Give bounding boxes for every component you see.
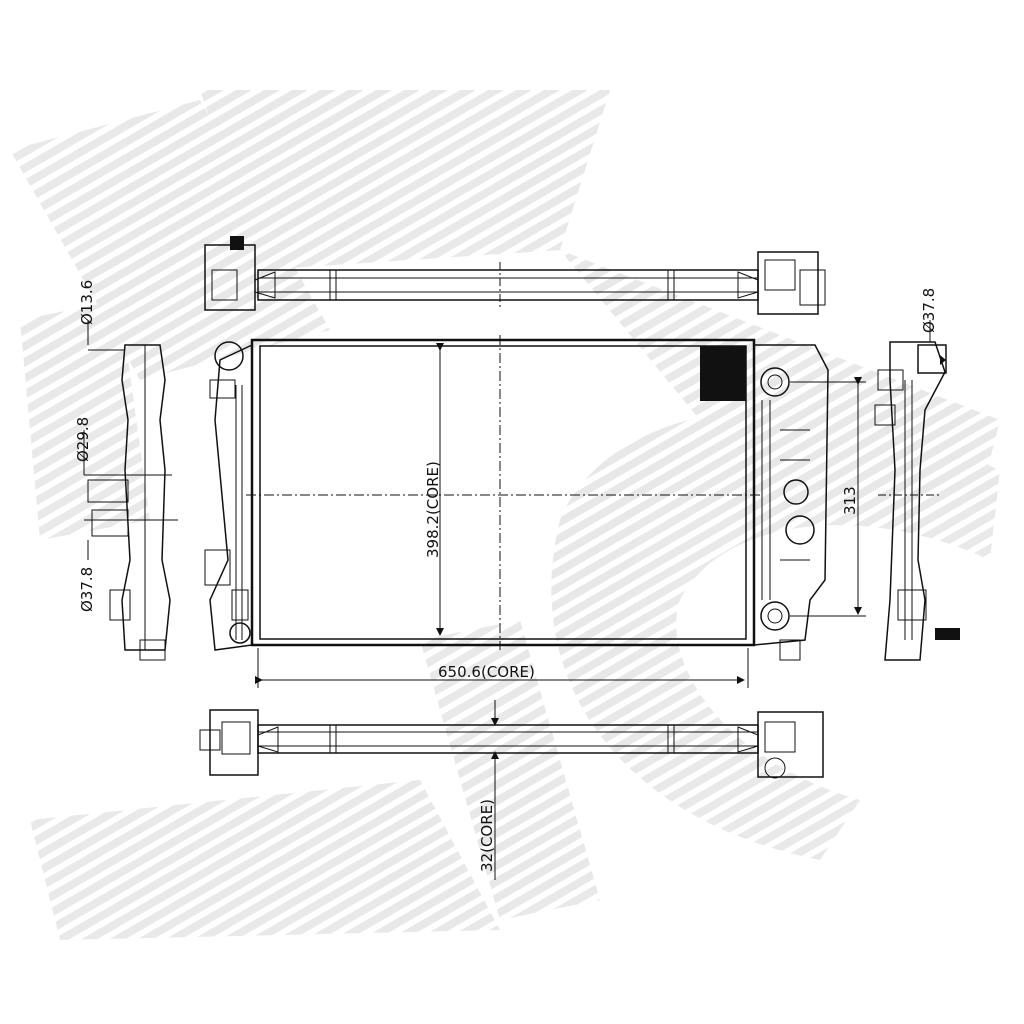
- right-side-view: [874, 320, 960, 661]
- watermark-logo: [10, 90, 1000, 940]
- front-core-view: [204, 335, 829, 661]
- mount-spacing-label: 313: [841, 486, 859, 515]
- left-pipe-middle-label: Ø29.8: [74, 417, 92, 462]
- left-pipe-upper-label: Ø13.6: [78, 280, 96, 325]
- core-width-label: 650.6(CORE): [438, 663, 535, 681]
- left-side-view: [83, 320, 178, 661]
- core-thickness-label: 32(CORE): [478, 799, 496, 872]
- left-pipe-lower-label: Ø37.8: [78, 567, 96, 612]
- dimension-lines: [255, 343, 866, 880]
- top-tank-view: [204, 236, 826, 315]
- right-pipe-upper-label: Ø37.8: [920, 288, 938, 333]
- core-height-label: 398.2(CORE): [424, 461, 442, 558]
- bottom-tank-view: [199, 709, 824, 779]
